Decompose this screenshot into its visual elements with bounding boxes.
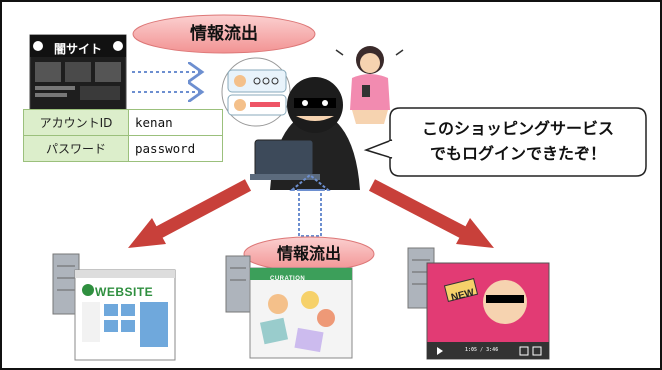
credentials-row-password: パスワード password [23, 135, 223, 162]
woman-on-phone-illustration [335, 46, 404, 124]
credentials-row-account: アカウントID kenan [23, 109, 223, 136]
speech-text: このショッピングサービス でもログインできたぞ！ [392, 116, 644, 166]
skull-icon [33, 41, 43, 51]
skull-icon [113, 41, 123, 51]
credentials-value: password [128, 135, 223, 162]
credentials-key: アカウントID [23, 109, 129, 136]
website-title: WEBSITE [95, 285, 154, 299]
shady-site-title: 闇サイト [53, 42, 102, 56]
red-arrow-right [368, 179, 494, 248]
speech-line: でもログインできたぞ！ [429, 144, 606, 163]
leak-label-mid: 情報流出 [276, 244, 341, 263]
curation-window [249, 267, 353, 359]
red-arrow-left [128, 179, 252, 248]
shady-site-window [29, 34, 127, 114]
leak-label-top: 情報流出 [190, 24, 258, 44]
speech-line: このショッピングサービス [421, 119, 614, 138]
leak-bubble-top [132, 14, 316, 54]
login-card-bubble [221, 57, 291, 127]
dotted-arrow-up [289, 173, 331, 237]
credentials-value: kenan [128, 109, 223, 136]
laptop-icon [254, 139, 314, 177]
video-player-window [426, 262, 550, 360]
play-icon [437, 347, 443, 355]
credentials-key: パスワード [23, 135, 129, 162]
website-window [74, 269, 176, 361]
credentials-table: アカウントID kenan パスワード password [23, 109, 223, 162]
speech-bubble [389, 107, 647, 177]
hacker-illustration [250, 77, 360, 190]
video-time: 1:05 / 3:46 [465, 347, 499, 353]
curation-title: CURATION [270, 276, 306, 282]
